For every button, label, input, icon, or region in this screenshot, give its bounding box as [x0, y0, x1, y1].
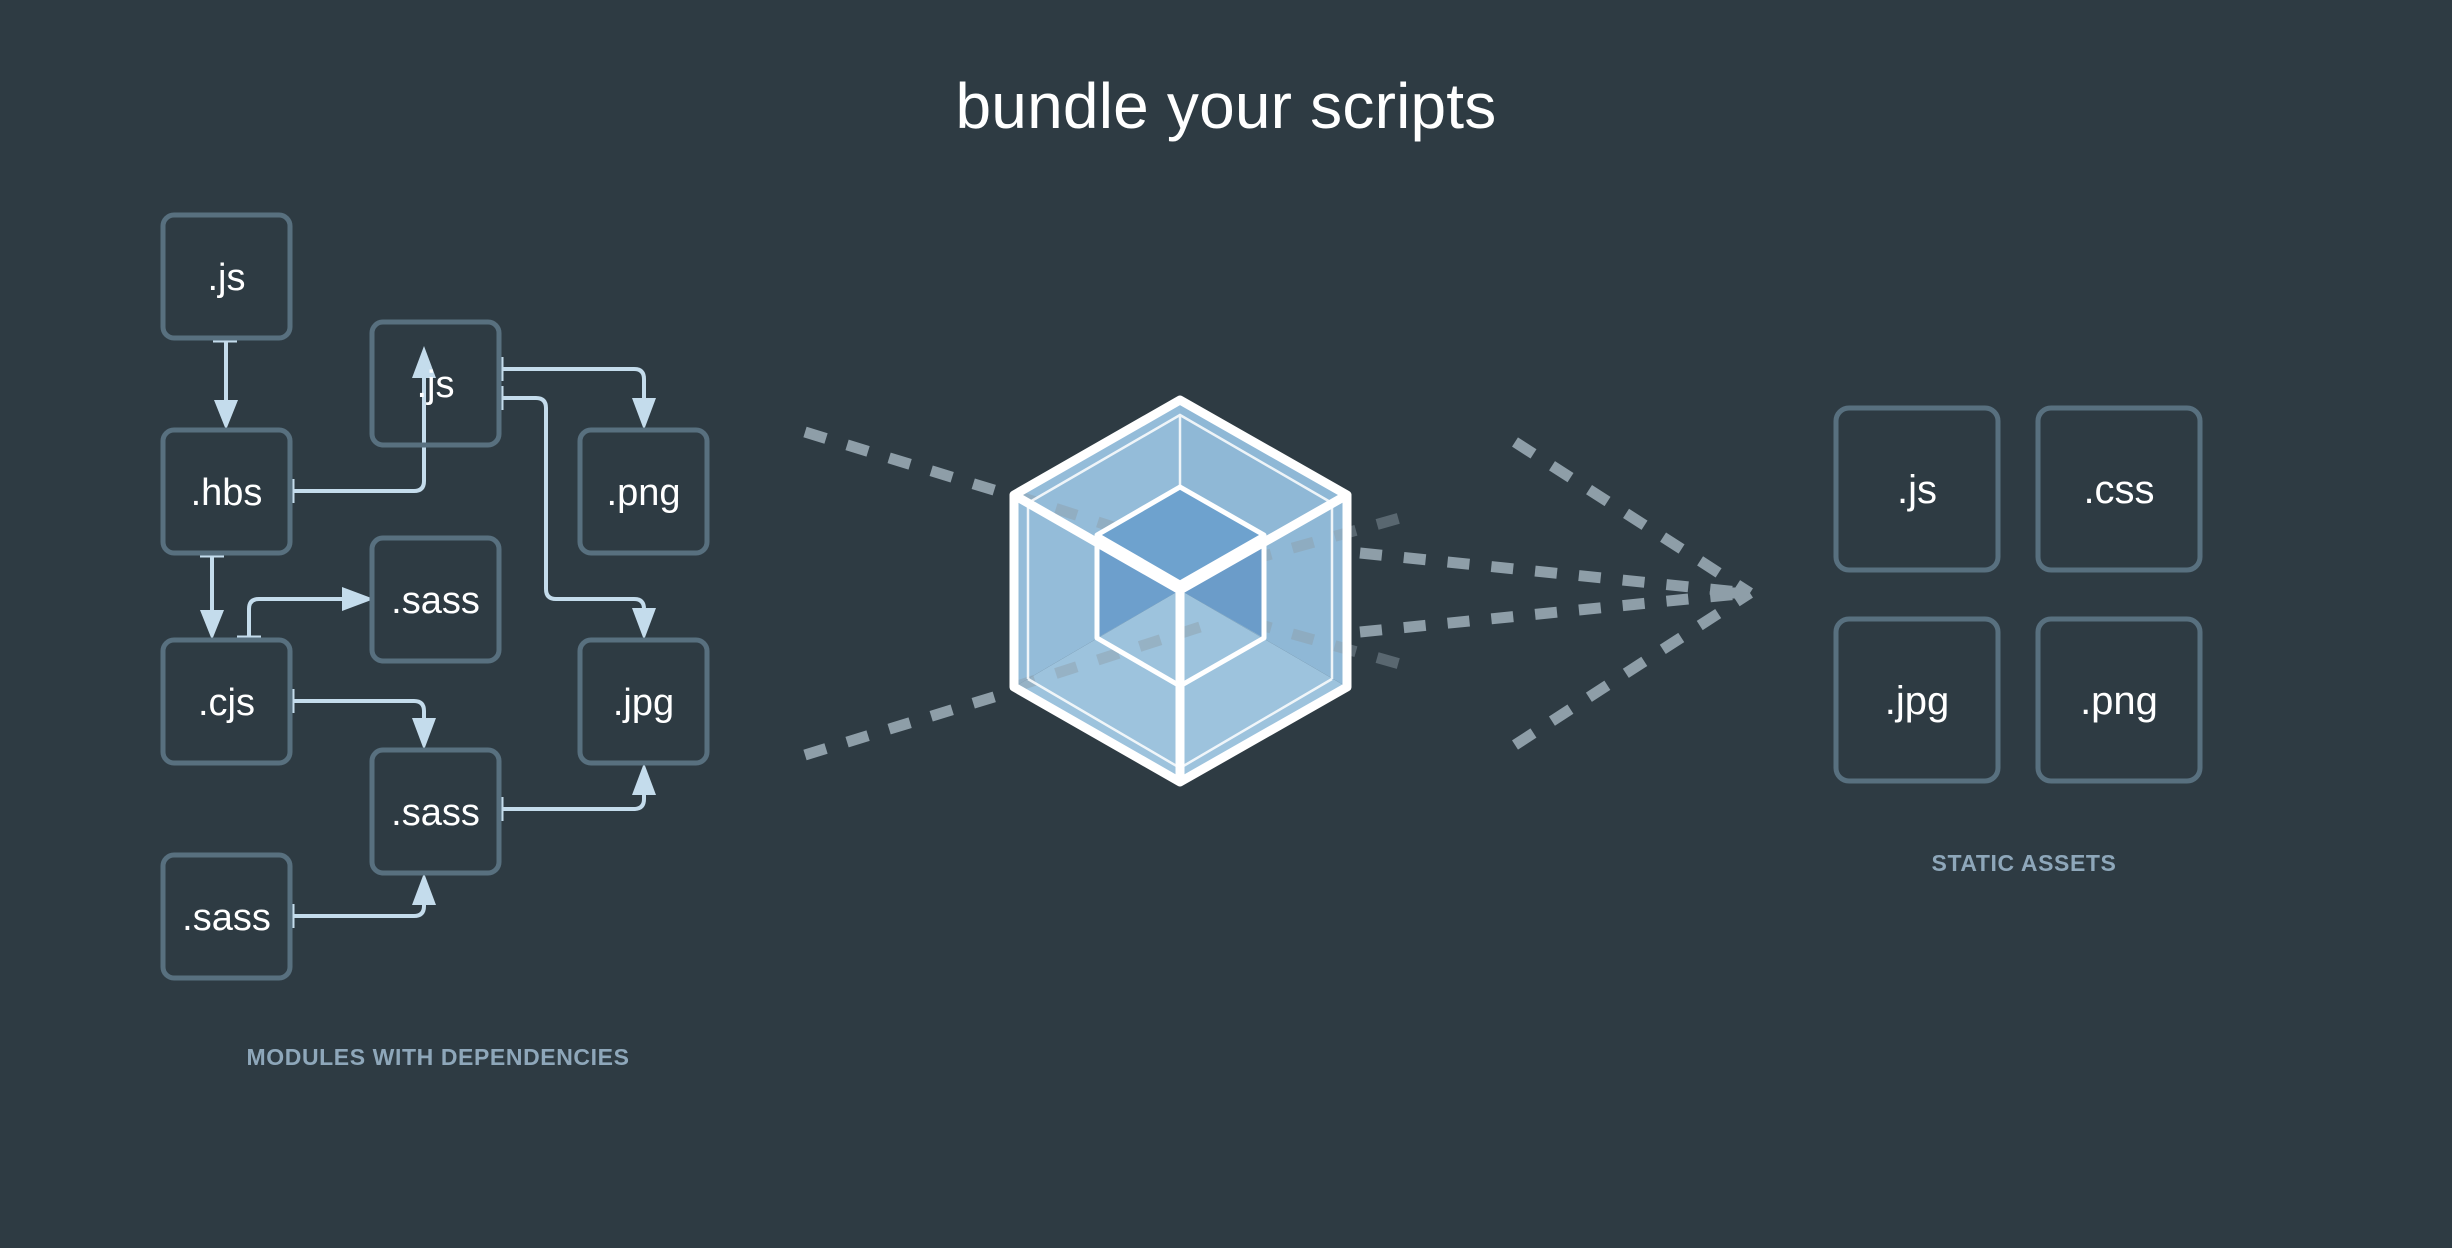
module-box[interactable]: .hbs	[160, 427, 293, 556]
static-assets-group-caption: STATIC ASSETS	[1932, 850, 2117, 876]
module-box[interactable]: .js	[160, 212, 293, 341]
asset-box-label: .png	[2080, 679, 2158, 723]
output-flow-upper	[1359, 547, 1749, 599]
module-box-sass-mid-rect[interactable]	[369, 535, 502, 664]
module-box[interactable]: .sass	[369, 535, 502, 664]
module-box[interactable]: .cjs	[160, 637, 293, 766]
asset-box[interactable]: .png	[2035, 616, 2203, 784]
input-flow-lower	[803, 686, 1012, 761]
asset-box[interactable]: .css	[2035, 405, 2203, 573]
asset-box-label: .jpg	[1885, 679, 1950, 723]
output-arrowhead-lower	[1512, 588, 1753, 750]
module-box-js-mid-rect[interactable]	[369, 319, 502, 448]
module-box-js-top-rect[interactable]	[160, 212, 293, 341]
module-box-label: .sass	[391, 792, 480, 834]
module-box-label: .sass	[391, 580, 480, 622]
page-title: bundle your scripts	[955, 70, 1497, 142]
module-box-sass-lower-rect[interactable]	[369, 747, 502, 876]
asset-box-png-rect[interactable]	[2035, 616, 2203, 784]
module-box-label: .js	[208, 257, 246, 299]
module-box-sass-bottom-rect[interactable]	[160, 852, 293, 981]
modules-with-dependencies-group: .js .js .hbs .png .sass .cjs	[160, 212, 710, 1070]
module-box-label: .jpg	[613, 682, 674, 724]
asset-box-jpg-rect[interactable]	[1833, 616, 2001, 784]
connector-hbs-to-js-mid	[289, 346, 436, 503]
asset-box[interactable]: .js	[1833, 405, 2001, 573]
asset-box[interactable]: .jpg	[1833, 616, 2001, 784]
output-flow-lower	[1359, 587, 1749, 638]
input-flow-arrows	[803, 426, 1012, 761]
module-box-label: .hbs	[191, 472, 263, 514]
modules-group-caption: MODULES WITH DEPENDENCIES	[246, 1044, 629, 1070]
cube-inner-edges	[1026, 413, 1334, 770]
connector-hbs-to-cjs	[200, 552, 224, 640]
module-box-label: .js	[417, 364, 455, 406]
connector-sass-lower-to-jpg	[498, 763, 656, 821]
output-flow-arrow	[1359, 437, 1760, 750]
module-box-png-rect[interactable]	[577, 427, 710, 556]
module-box[interactable]: .png	[577, 427, 710, 556]
asset-box-label: .css	[2083, 468, 2154, 512]
module-box[interactable]: .sass	[369, 747, 502, 876]
module-box[interactable]: .sass	[160, 852, 293, 981]
cube-outer-silhouette	[1009, 395, 1352, 787]
connector-sass-bottom-to-sass-lower	[289, 873, 436, 928]
module-box-label: .cjs	[198, 682, 255, 724]
connector-cjs-to-sass-mid	[237, 587, 374, 641]
connector-cjs-to-sass-lower	[289, 689, 436, 750]
module-box-jpg-rect[interactable]	[577, 637, 710, 766]
module-box-label: .sass	[182, 897, 271, 939]
connector-js-top-to-hbs	[213, 337, 238, 430]
module-box[interactable]: .jpg	[577, 637, 710, 766]
module-box-cjs-rect[interactable]	[160, 637, 293, 766]
asset-box-label: .js	[1897, 468, 1937, 512]
module-box[interactable]: .js	[369, 319, 502, 448]
cube-internal-flow	[1012, 489, 1402, 693]
static-assets-group: .js .css .jpg .png STATIC ASSETS	[1833, 405, 2203, 876]
output-arrowhead-upper	[1512, 437, 1753, 598]
connector-js-mid-to-png	[498, 357, 656, 430]
webpack-cube	[1009, 395, 1402, 787]
module-box-hbs-rect[interactable]	[160, 427, 293, 556]
asset-box-js-rect[interactable]	[1833, 405, 2001, 573]
input-flow-upper	[803, 426, 1012, 501]
asset-box-css-rect[interactable]	[2035, 405, 2203, 573]
module-box-label: .png	[607, 472, 681, 514]
